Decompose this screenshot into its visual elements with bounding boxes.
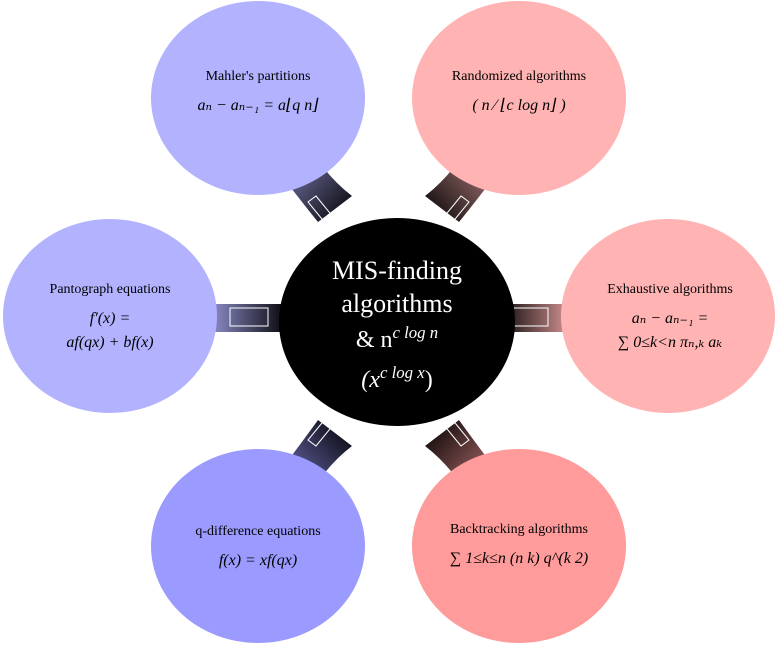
node-backtracking: Backtracking algorithms ∑ 1≤k≤n (n k) q^… bbox=[421, 508, 617, 584]
node-backtracking-title: Backtracking algorithms bbox=[449, 522, 589, 538]
node-qdifference-title: q-difference equations bbox=[195, 524, 321, 540]
node-pantograph-formula-line2: af(qx) + bf(x) bbox=[66, 333, 154, 351]
node-exhaustive: Exhaustive algorithms aₙ − aₙ₋₁ = ∑ 0≤k<… bbox=[572, 266, 768, 370]
bubble-randomized bbox=[412, 1, 626, 195]
mark-mahler bbox=[307, 195, 335, 225]
center-label: MIS-finding algorithms & nc log n (xc lo… bbox=[292, 242, 502, 412]
node-exhaustive-formula-line2: ∑ 0≤k<n πₙ,ₖ aₖ bbox=[617, 333, 723, 351]
node-randomized: Randomized algorithms ( n ⁄ ⌊c log n⌋ ) bbox=[421, 58, 617, 128]
center-formula-1-exp: c log n bbox=[392, 323, 439, 343]
node-randomized-title: Randomized algorithms bbox=[451, 69, 587, 85]
center-formula-1-base: & n bbox=[355, 327, 393, 354]
mark-backtracking bbox=[442, 417, 470, 447]
node-mahler-formula: aₙ − aₙ₋₁ = a⌊q n⌋ bbox=[197, 96, 319, 114]
node-pantograph: Pantograph equations f′(x) = af(qx) + bf… bbox=[12, 268, 208, 368]
center-formula-2-close: ) bbox=[424, 366, 433, 393]
node-backtracking-formula: ∑ 1≤k≤n (n k) q^(k 2) bbox=[449, 549, 589, 567]
bubble-exhaustive bbox=[561, 219, 775, 413]
node-qdifference: q-difference equations f(x) = xf(qx) bbox=[160, 516, 356, 580]
node-mahler: Mahler's partitions aₙ − aₙ₋₁ = a⌊q n⌋ bbox=[160, 58, 356, 128]
center-formula-2: (xc log x) bbox=[361, 360, 432, 399]
bubble-pantograph bbox=[3, 219, 217, 413]
node-mahler-title: Mahler's partitions bbox=[205, 69, 311, 85]
node-pantograph-title: Pantograph equations bbox=[49, 282, 171, 298]
node-exhaustive-title: Exhaustive algorithms bbox=[607, 282, 733, 298]
node-qdifference-formula: f(x) = xf(qx) bbox=[218, 551, 298, 569]
center-formula-1: & nc log n bbox=[356, 320, 438, 359]
center-node bbox=[279, 218, 515, 426]
mark-pantograph bbox=[229, 307, 269, 327]
center-title-line2: algorithms bbox=[341, 288, 453, 318]
bubble-qdifference bbox=[151, 449, 365, 643]
center-formula-2-open: (x bbox=[361, 366, 380, 393]
node-randomized-formula: ( n ⁄ ⌊c log n⌋ ) bbox=[472, 96, 566, 114]
mark-qdifference bbox=[307, 417, 335, 447]
bubble-backtracking bbox=[412, 449, 626, 643]
mark-randomized bbox=[442, 195, 470, 225]
center-formula-2-exp: c log x bbox=[379, 362, 425, 382]
center-title-line1: MIS-finding bbox=[332, 256, 462, 286]
node-exhaustive-formula-line1: aₙ − aₙ₋₁ = bbox=[631, 309, 709, 327]
node-pantograph-formula-line1: f′(x) = bbox=[89, 309, 131, 327]
bubble-mahler bbox=[151, 1, 365, 195]
